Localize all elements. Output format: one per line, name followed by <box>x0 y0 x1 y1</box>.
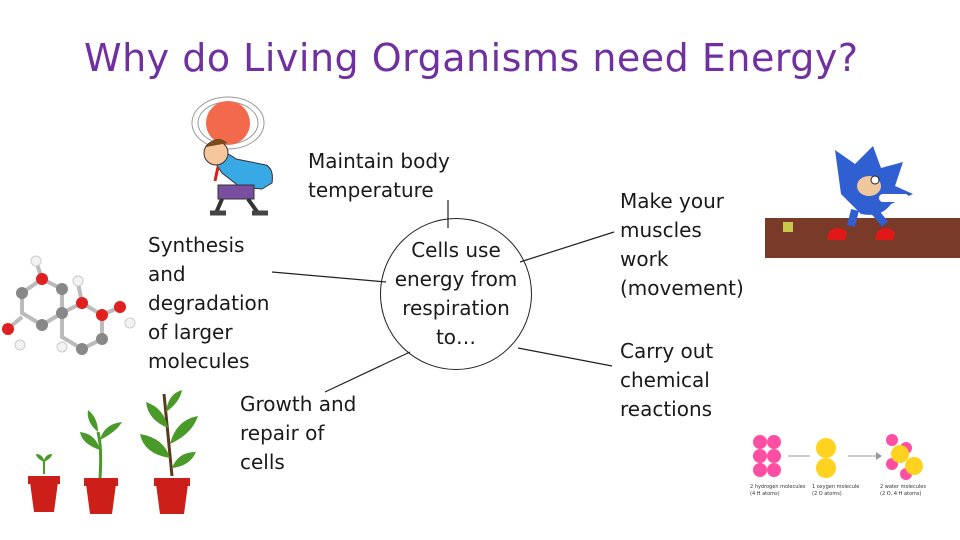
growing-plants-icon <box>28 390 198 514</box>
label-synthesis: Synthesis and degradation of larger mole… <box>148 233 270 373</box>
sugar-molecule-icon <box>2 255 136 355</box>
hot-person-icon <box>191 96 273 216</box>
center-text: Cells use energy from respiration to… <box>394 238 518 349</box>
reaction-caption-2: 1 oxygen molecule (2 O atoms) <box>812 484 861 497</box>
center-circle: Cells use energy from respiration to… <box>380 218 532 370</box>
slide-title: Why do Living Organisms need Energy? <box>84 36 859 80</box>
reaction-caption-1: 2 hydrogen molecules (4 H atoms) <box>750 484 807 497</box>
label-chemical: Carry out chemical reactions <box>620 339 714 421</box>
connector-synthesis <box>271 271 387 283</box>
label-body-temperature: Maintain body temperature <box>308 149 450 202</box>
label-growth: Growth and repair of cells <box>240 392 357 474</box>
reaction-molecules-icon: 2 hydrogen molecules (4 H atoms) 1 oxyge… <box>750 434 928 497</box>
connector-growth <box>324 351 411 393</box>
reaction-caption-3: 2 water molecules (2 O, 4 H atoms) <box>880 484 928 497</box>
connector-chemical <box>517 347 613 367</box>
label-muscles: Make your muscles work (movement) <box>620 189 744 300</box>
running-hedgehog-icon <box>765 146 960 258</box>
connector-muscles <box>519 231 615 263</box>
